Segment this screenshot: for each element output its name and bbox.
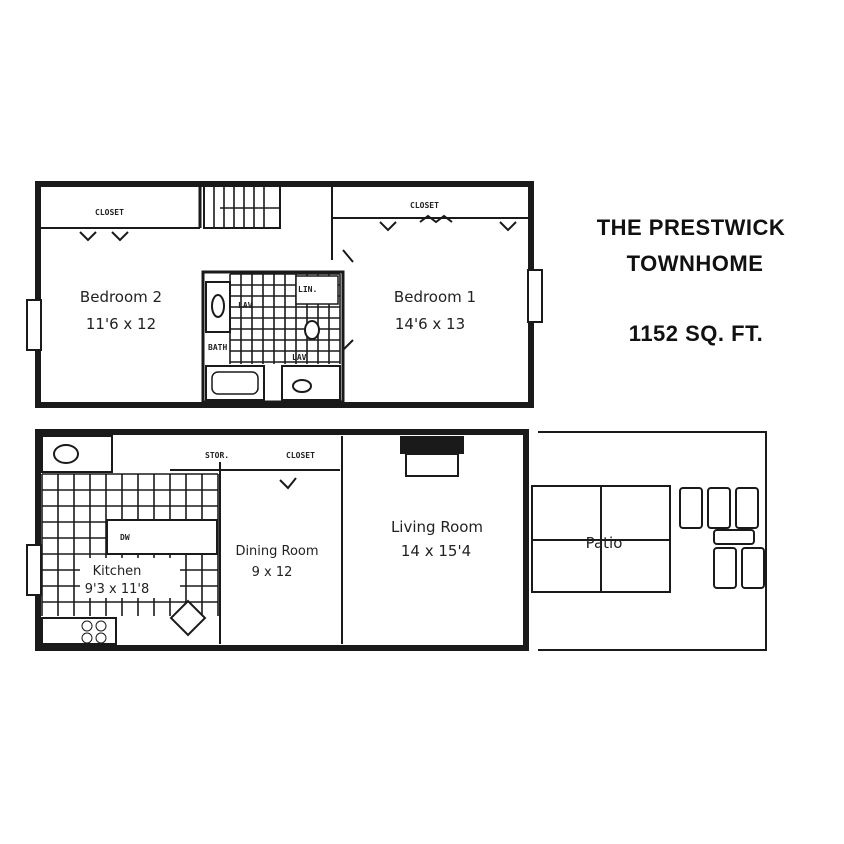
kitchen-name: Kitchen (93, 564, 142, 579)
title-line1: THE PRESTWICK (597, 215, 786, 240)
bedroom2-name: Bedroom 2 (80, 288, 162, 306)
dishwasher-label: DW (120, 533, 130, 542)
living-name: Living Room (391, 518, 483, 536)
bedroom2-size: 11'6 x 12 (86, 315, 156, 333)
bathroom: LIN. BATH LAV LAV (201, 270, 345, 404)
bedroom1-name: Bedroom 1 (394, 288, 476, 306)
closet-label-left: CLOSET (95, 208, 124, 217)
patio: Patio (531, 431, 767, 651)
lav-label-right: LAV (292, 353, 307, 362)
stairs-icon (203, 185, 281, 229)
bath-label: BATH (208, 343, 227, 352)
title-line2: TOWNHOME (627, 251, 764, 276)
dining-size: 9 x 12 (252, 565, 293, 580)
dining-name: Dining Room (235, 544, 318, 559)
storage-label: STOR. (205, 451, 229, 460)
closet-label-lower: CLOSET (286, 451, 315, 460)
square-footage: 1152 SQ. FT. (629, 321, 763, 346)
patio-label: Patio (586, 534, 623, 552)
kitchen-size: 9'3 x 11'8 (85, 582, 149, 597)
closet-label-right: CLOSET (410, 201, 439, 210)
upper-floor: LIN. BATH LAV LAV CLOSET CLOSET Bedroom … (26, 181, 543, 408)
lav-label-left: LAV (238, 301, 253, 310)
living-size: 14 x 15'4 (401, 542, 471, 560)
lower-floor: DW STOR. CLOSET Kitchen 9'3 x 11'8 Dinin… (26, 429, 529, 651)
bedroom1-size: 14'6 x 13 (395, 315, 465, 333)
linen-label: LIN. (298, 285, 317, 294)
